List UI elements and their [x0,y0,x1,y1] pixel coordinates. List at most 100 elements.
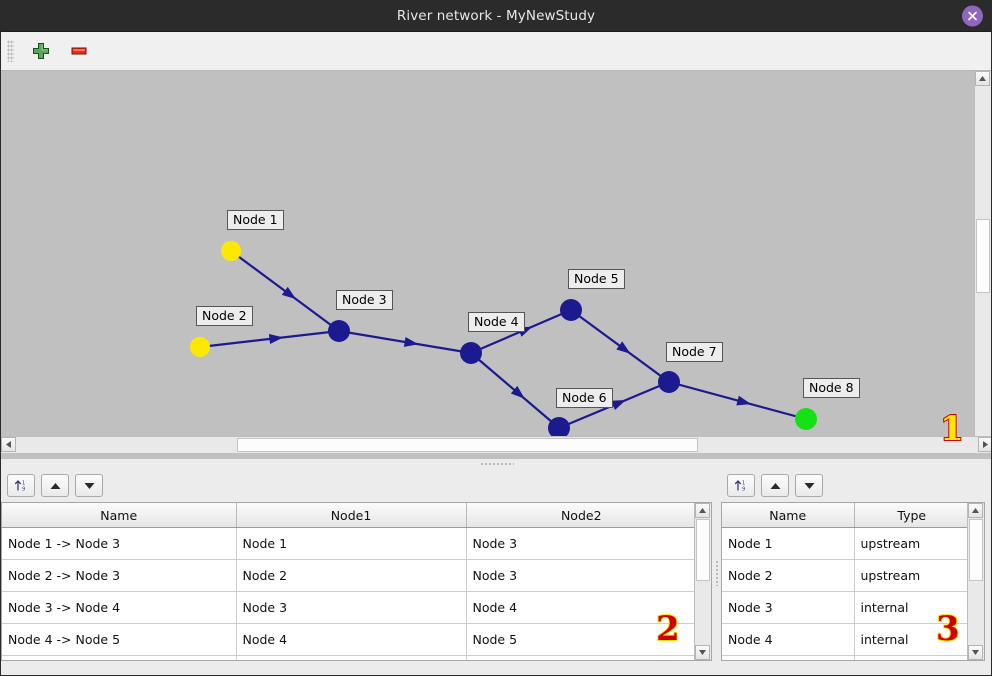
reaches-table-cell[interactable]: Node 2 [236,559,467,592]
horizontal-scroll-thumb[interactable] [237,438,698,452]
svg-text:1: 1 [742,481,745,487]
graph-node-n6[interactable] [548,417,570,439]
scroll-up-icon[interactable] [975,71,990,86]
graph-node-n2[interactable] [190,337,210,357]
nodes-table-cell[interactable]: Node 1 [722,527,855,560]
canvas-vertical-scrollbar[interactable] [974,71,991,453]
edge-arrow-n6-n7 [611,399,626,411]
nodes-table-cell[interactable]: internal [854,591,969,624]
nodes-table-empty-row[interactable] [722,655,969,660]
main-toolbar [1,32,991,71]
reaches-table-cell[interactable]: Node 3 -> Node 4 [2,591,237,624]
edge-n7-n8[interactable] [668,380,807,421]
scroll-left-icon[interactable] [1,437,16,452]
reaches-table-cell[interactable]: Node 4 [236,623,467,656]
horizontal-splitter[interactable] [1,459,991,469]
reaches-table-cell[interactable]: Node 3 [466,559,696,592]
scroll-right-icon[interactable] [978,437,991,452]
reaches-scroll-down-icon[interactable] [695,645,710,660]
nodes-table-column-header[interactable]: Type [854,503,969,528]
node-label-n1[interactable]: Node 1 [227,210,284,231]
nodes-table-column-header[interactable]: Name [722,503,855,528]
nodes-table-cell[interactable]: Node 2 [722,559,855,592]
network-graph [190,241,817,439]
reaches-scroll-thumb[interactable] [696,519,710,581]
move-up-button[interactable] [41,474,69,497]
reaches-table-cell[interactable]: Node 2 -> Node 3 [2,559,237,592]
nodes-table-scrollbar[interactable] [967,503,984,660]
reaches-scroll-up-icon[interactable] [695,503,710,518]
reaches-table-cell[interactable]: Node 1 [236,527,467,560]
sort-icon[interactable]: 1 9 [7,474,35,497]
node-label-n6[interactable]: Node 6 [556,388,613,409]
node-label-n4[interactable]: Node 4 [468,312,525,333]
nodes-table-cell[interactable]: internal [854,623,969,656]
nodes-table-cell[interactable]: upstream [854,559,969,592]
vertical-scroll-thumb[interactable] [976,219,990,293]
toolbar-drag-handle[interactable] [7,40,14,62]
reaches-table-empty-cell [2,655,237,660]
canvas-horizontal-scrollbar[interactable] [1,436,991,453]
reaches-table-column-header[interactable]: Node1 [236,503,467,528]
move-up-button[interactable] [761,474,789,497]
edges-group [199,250,807,430]
node-label-n7[interactable]: Node 7 [666,342,723,363]
node-label-n5[interactable]: Node 5 [568,269,625,290]
reaches-table-cell[interactable]: Node 1 -> Node 3 [2,527,237,560]
nodes-toolbar: 1 9 [721,469,991,502]
node-label-n8[interactable]: Node 8 [803,378,860,399]
reaches-table-column-header[interactable]: Node2 [466,503,696,528]
graph-node-n1[interactable] [221,241,241,261]
graph-node-n5[interactable] [560,299,582,321]
reaches-table-cell[interactable]: Node 4 -> Node 5 [2,623,237,656]
nodes-scroll-thumb[interactable] [969,519,983,581]
graph-node-n8[interactable] [795,408,817,430]
svg-text:1: 1 [22,481,25,487]
reaches-table-cell[interactable]: Node 3 [236,591,467,624]
add-node-icon[interactable] [27,37,55,65]
title-bar: River network - MyNewStudy [1,1,991,32]
node-label-n2[interactable]: Node 2 [196,306,253,327]
reaches-table-column-header[interactable]: Name [2,503,237,528]
graph-node-n7[interactable] [658,371,680,393]
edge-arrow-n5-n7 [616,341,631,354]
move-down-button[interactable] [795,474,823,497]
nodes-table-cell[interactable]: Node 3 [722,591,855,624]
nodes-scroll-down-icon[interactable] [968,645,983,660]
edge-arrow-n7-n8 [736,395,752,406]
node-label-n3[interactable]: Node 3 [336,290,393,311]
reaches-table-cell[interactable]: Node 4 [466,591,696,624]
vertical-splitter[interactable] [712,469,721,675]
reaches-table-scrollbar[interactable] [694,503,711,660]
nodes-scroll-up-icon[interactable] [968,503,983,518]
graph-node-n4[interactable] [460,342,482,364]
edge-arrow-n1-n3 [281,286,297,300]
move-down-button[interactable] [75,474,103,497]
sort-icon[interactable]: 1 9 [727,474,755,497]
graph-node-n3[interactable] [328,320,350,342]
reaches-table-empty-row[interactable] [2,655,696,660]
close-icon[interactable] [962,5,983,27]
delete-node-icon[interactable] [65,37,93,65]
nodes-table-cell[interactable]: upstream [854,527,969,560]
nodes-table-cell[interactable]: Node 4 [722,623,855,656]
network-canvas[interactable]: Node 1 Node 2 Node 3 Node 4 Node 5 Node 6 Node… [1,71,968,453]
vertical-splitter-grip [714,560,719,586]
reaches-table-cell[interactable]: Node 5 [466,623,696,656]
network-diagram-panel: Node 1 Node 2 Node 3 Node 4 Node 5 Node 6 Node… [1,71,991,469]
reaches-table-cell[interactable]: Node 3 [466,527,696,560]
